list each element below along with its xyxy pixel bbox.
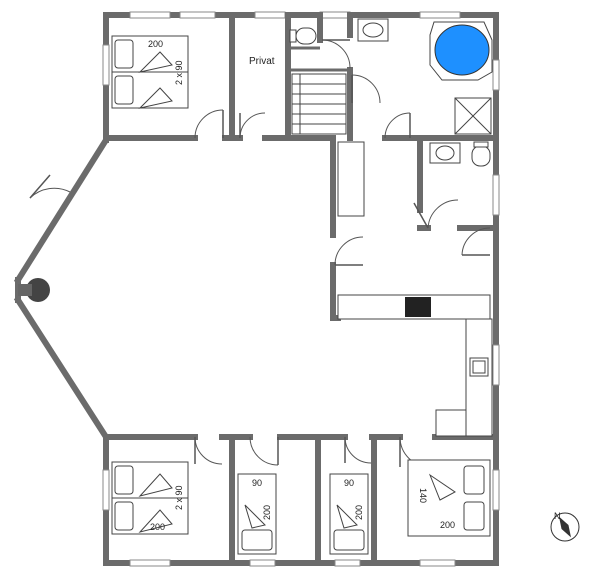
stove bbox=[405, 297, 431, 317]
private-room-label: Privat bbox=[249, 56, 275, 67]
toilet bbox=[289, 27, 317, 45]
compass-north-label: N bbox=[554, 511, 561, 521]
utility-room bbox=[429, 141, 491, 167]
bottom-left-bed-size: 200 bbox=[150, 522, 165, 532]
bottom-right-bed-width: 140 bbox=[418, 488, 428, 503]
kitchen bbox=[337, 141, 493, 437]
doors bbox=[29, 39, 491, 468]
bottom-right-bed-size: 200 bbox=[440, 520, 455, 530]
bottom-mid-1-width: 90 bbox=[252, 478, 262, 488]
fireplace bbox=[18, 278, 50, 302]
bottom-left-bed-width: 2 x 90 bbox=[174, 485, 184, 510]
bottom-left-bedroom: 200 2 x 90 bbox=[111, 461, 189, 535]
stairs bbox=[291, 73, 347, 135]
bottom-mid-1-size: 200 bbox=[262, 505, 272, 520]
compass-icon: N bbox=[550, 511, 580, 542]
bottom-mid-2-size: 200 bbox=[354, 505, 364, 520]
windows bbox=[102, 11, 500, 567]
top-bedroom-width: 2 x 90 bbox=[174, 60, 184, 85]
interior-walls-bottom bbox=[103, 434, 499, 566]
bottom-right-bedroom: 200 140 bbox=[407, 459, 491, 537]
bottom-mid-2-width: 90 bbox=[344, 478, 354, 488]
top-bedroom-size: 200 bbox=[148, 39, 163, 49]
hot-tub bbox=[434, 24, 490, 76]
bottom-mid-bedroom-2: 90 200 bbox=[329, 473, 369, 555]
top-bedroom: 200 2 x 90 bbox=[111, 35, 189, 109]
bathroom bbox=[357, 18, 493, 135]
bottom-mid-bedroom-1: 90 200 bbox=[237, 473, 277, 555]
